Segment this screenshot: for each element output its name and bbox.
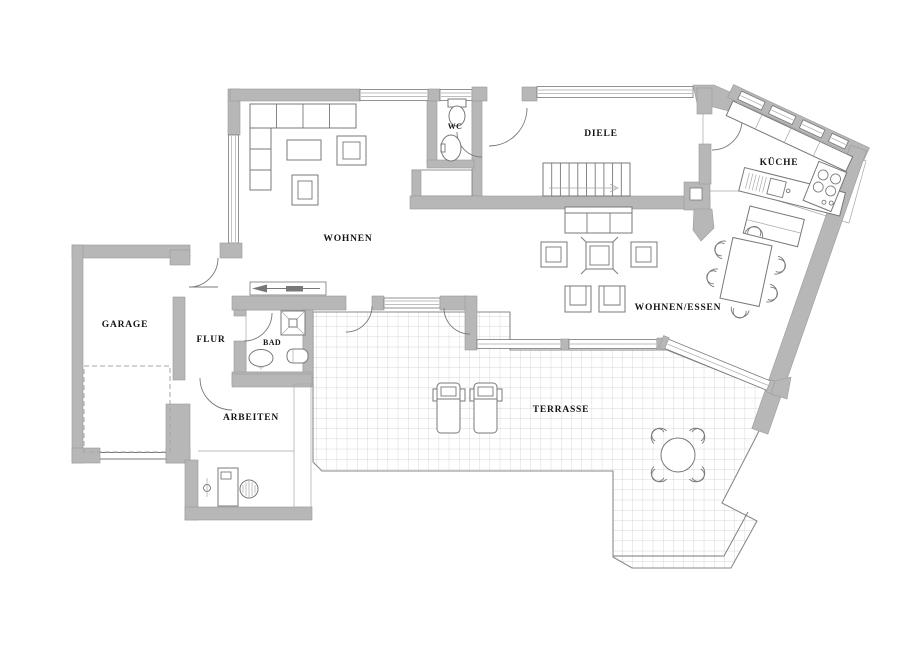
room-label-diele: DIELE bbox=[584, 129, 618, 139]
sun-lounger bbox=[432, 382, 466, 434]
sink-icon bbox=[248, 349, 274, 370]
garage-door bbox=[100, 452, 166, 460]
furniture-layer bbox=[83, 98, 854, 507]
room-label-arbeiten: ARBEITEN bbox=[223, 413, 279, 423]
wall-east-slanted bbox=[751, 144, 867, 435]
room-label-bad: BAD bbox=[263, 338, 281, 347]
window-kueche-band bbox=[737, 90, 850, 150]
window-north-1 bbox=[359, 89, 429, 101]
doors-layer bbox=[188, 107, 743, 411]
armchair bbox=[336, 135, 367, 166]
room-label-terrasse: TERRASSE bbox=[533, 405, 590, 415]
kueche-door-swing bbox=[711, 119, 743, 151]
stove-icon bbox=[802, 160, 848, 213]
toilet-icon bbox=[286, 348, 309, 364]
chair bbox=[564, 285, 592, 313]
dining-chair bbox=[773, 255, 788, 277]
flue-symbol bbox=[249, 281, 327, 296]
desk bbox=[217, 467, 239, 507]
desk-lamp bbox=[203, 478, 211, 497]
niche bbox=[411, 169, 473, 197]
terrace-door2-swing bbox=[443, 307, 471, 335]
window-west bbox=[228, 134, 239, 244]
armchair bbox=[291, 174, 319, 206]
armchair bbox=[630, 241, 658, 268]
window-terrace-south bbox=[476, 337, 668, 351]
room-label-wc: WC bbox=[448, 122, 463, 131]
side-table bbox=[580, 236, 619, 275]
window-diele bbox=[536, 86, 694, 98]
dining-chair bbox=[729, 306, 750, 321]
sofa bbox=[564, 206, 633, 234]
bad-door-swing bbox=[243, 312, 273, 342]
walls-layer bbox=[71, 84, 870, 521]
terrasse-floor bbox=[312, 311, 778, 569]
arbeiten-door-swing bbox=[199, 377, 233, 411]
sideboard bbox=[742, 205, 805, 248]
corner-sofa bbox=[249, 103, 357, 191]
chimney-block bbox=[683, 181, 711, 211]
dining-chair bbox=[765, 283, 780, 305]
room-label-wohnen: WOHNEN bbox=[323, 234, 372, 244]
shower-icon bbox=[280, 310, 306, 336]
coffee-table bbox=[286, 139, 322, 161]
facade-northeast bbox=[727, 84, 870, 162]
kitchen-counter-top bbox=[725, 100, 854, 172]
dining-chair bbox=[712, 238, 727, 260]
room-label-wohnen-essen: WOHNEN/ESSEN bbox=[635, 303, 722, 313]
sun-lounger bbox=[469, 382, 503, 434]
room-label-garage: GARAGE bbox=[102, 320, 149, 330]
window-south bbox=[383, 297, 441, 309]
parking-space bbox=[83, 365, 171, 453]
staircase bbox=[542, 162, 631, 197]
dining-set bbox=[704, 224, 788, 321]
hatched-wall-strip bbox=[293, 383, 312, 508]
wc-door-swing bbox=[456, 131, 483, 158]
entrance-door-swing bbox=[488, 107, 528, 147]
terrace-door1-swing bbox=[345, 305, 373, 333]
dining-chair bbox=[704, 266, 719, 288]
toilet-icon bbox=[447, 98, 467, 127]
flur-door-swing bbox=[188, 257, 219, 288]
terrace-table-set bbox=[646, 423, 710, 487]
room-label-kueche: KÜCHE bbox=[760, 155, 799, 168]
armchair bbox=[540, 241, 568, 268]
dining-table bbox=[719, 236, 773, 308]
chair bbox=[598, 285, 626, 313]
sink-icon bbox=[440, 134, 462, 162]
labels-layer: GARAGE FLUR BAD WC WOHNEN DIELE KÜCHE WO… bbox=[102, 122, 799, 423]
room-label-flur: FLUR bbox=[196, 335, 225, 345]
terrace-table bbox=[660, 437, 696, 473]
terrasse-step-edge bbox=[613, 511, 749, 557]
desk-chair bbox=[239, 479, 259, 499]
